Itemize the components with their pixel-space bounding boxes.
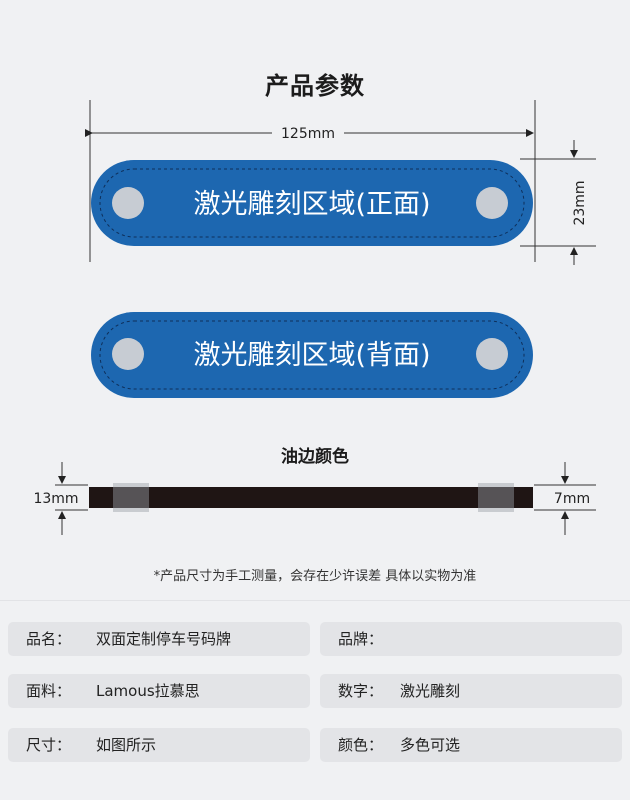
spec-color: 颜色： 多色可选 (320, 728, 622, 762)
edge-diagram: 13mm 7mm (33, 462, 596, 535)
height-dimension: 23mm (520, 140, 596, 265)
spec-name: 品名： 双面定制停车号码牌 (8, 622, 310, 656)
spec-value: 如图所示 (96, 736, 157, 754)
height-label: 23mm (572, 180, 588, 225)
spec-material: 面料： Lamous拉慕思 (8, 674, 310, 708)
spec-number: 数字： 激光雕刻 (320, 674, 622, 708)
back-right-hole (476, 338, 508, 370)
spec-key: 尺寸： (26, 736, 72, 754)
back-tag: 激光雕刻区域(背面) (91, 312, 533, 398)
width-dimension: 125mm (85, 100, 536, 262)
back-tag-label: 激光雕刻区域(背面) (193, 340, 430, 371)
spec-key: 数字： (338, 682, 384, 700)
measurement-note: *产品尺寸为手工测量，会存在少许误差 具体以实物为准 (153, 569, 477, 584)
edge-bar (89, 487, 533, 508)
spec-value: 多色可选 (400, 736, 461, 754)
spec-value: 双面定制停车号码牌 (96, 630, 232, 648)
front-left-hole (112, 187, 144, 219)
back-left-hole (112, 338, 144, 370)
spec-key: 品名： (26, 630, 72, 648)
spec-brand: 品牌： (320, 622, 622, 656)
edge-left-label: 13mm (33, 491, 78, 507)
spec-key: 颜色： (338, 736, 384, 754)
spec-key: 面料： (26, 682, 72, 700)
edge-color-title: 油边颜色 (281, 447, 349, 467)
page-title: 产品参数 (265, 72, 365, 100)
front-right-hole (476, 187, 508, 219)
width-label: 125mm (281, 126, 335, 142)
front-tag-label: 激光雕刻区域(正面) (193, 189, 430, 220)
spec-value: 激光雕刻 (400, 682, 461, 700)
divider (0, 600, 630, 601)
spec-key: 品牌： (338, 630, 384, 648)
front-tag: 激光雕刻区域(正面) (91, 160, 533, 246)
spec-size: 尺寸： 如图所示 (8, 728, 310, 762)
spec-value: Lamous拉慕思 (96, 682, 200, 700)
edge-right-label: 7mm (554, 491, 590, 507)
